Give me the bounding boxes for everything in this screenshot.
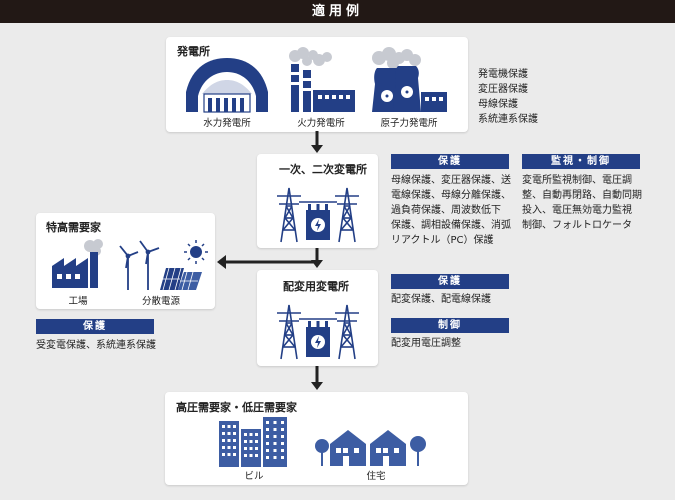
substation-monitor-tag: 監視・制御 (522, 154, 640, 169)
transmission-tower-icon (277, 187, 359, 243)
substation-monitor-line: 変電所監視制御、電圧調 (522, 175, 632, 186)
substation-monitor-text: 変電所監視制御、電圧調 整、自動再閉路、自動同期 投入、電圧無効電力監視 制御、… (522, 173, 642, 233)
special-protect-text: 受変電保護、系統連系保護 (36, 340, 156, 351)
house-icon (315, 430, 426, 466)
distribution-control-tag: 制御 (391, 318, 509, 333)
flow-arrow-1 (311, 131, 323, 153)
consumers-title: 高圧需要家・低圧需要家 (176, 401, 297, 414)
special-consumer-title: 特高需要家 (46, 221, 101, 234)
power-plant-protection-item: 母線保護 (478, 99, 518, 110)
thermal-plant-icon (289, 47, 355, 112)
substation-monitor-line: 整、自動再閉路、自動同期 (522, 190, 642, 201)
substation-protect-text: 母線保護、変圧器保護、送 電線保護、母線分離保護、 過負荷保護、周波数低下 保護… (391, 173, 511, 248)
substation-protect-line: 電線保護、母線分離保護、 (391, 190, 511, 201)
building-icon (219, 417, 287, 467)
thermal-plant-label: 火力発電所 (297, 118, 345, 129)
power-plant-protection-item: 系統連系保護 (478, 114, 538, 125)
power-plant-protection-item: 発電機保護 (478, 69, 528, 80)
special-protect-tag: 保護 (36, 319, 154, 334)
substation-title: 一次、二次変電所 (279, 163, 367, 176)
substation-protect-tag: 保護 (391, 154, 509, 169)
building-label: ビル (244, 471, 264, 482)
substation-protect-line: 母線保護、変圧器保護、送 (391, 175, 511, 186)
power-plant-protection-item: 変圧器保護 (478, 84, 528, 95)
substation-protect-line: 過負荷保護、周波数低下 (391, 205, 501, 216)
distributed-power-icon (119, 240, 208, 291)
factory-icon (52, 239, 103, 288)
distribution-title: 配変用変電所 (283, 280, 349, 293)
special-consumer-box (36, 213, 215, 309)
power-plant-protection-list: 発電機保護 変圧器保護 母線保護 系統連系保護 (478, 67, 538, 127)
flow-arrow-3 (311, 366, 323, 390)
distribution-control-text: 配変用電圧調整 (391, 338, 461, 349)
hydro-plant-icon (186, 58, 268, 113)
substation-protect-line: 保護、調相設備保護、消弧 (391, 220, 511, 231)
header-title: 適用例 (0, 0, 675, 23)
distributed-power-label: 分散電源 (141, 296, 180, 307)
house-label: 住宅 (366, 471, 386, 482)
distribution-protect-text: 配変保護、配電線保護 (391, 294, 491, 305)
nuclear-plant-icon (372, 47, 447, 112)
hydro-plant-label: 水力発電所 (203, 118, 251, 129)
factory-label: 工場 (68, 296, 88, 307)
nuclear-plant-label: 原子力発電所 (380, 118, 438, 129)
substation-monitor-line: 投入、電圧無効電力監視 (522, 205, 632, 216)
flow-arrow-branch (217, 255, 320, 269)
distribution-tower-icon (277, 304, 359, 360)
power-plant-title: 発電所 (177, 45, 210, 58)
distribution-protect-tag: 保護 (391, 274, 509, 289)
substation-protect-line: リアクトル（PC）保護 (391, 235, 494, 246)
substation-monitor-line: 制御、フォルトロケータ (522, 220, 632, 231)
